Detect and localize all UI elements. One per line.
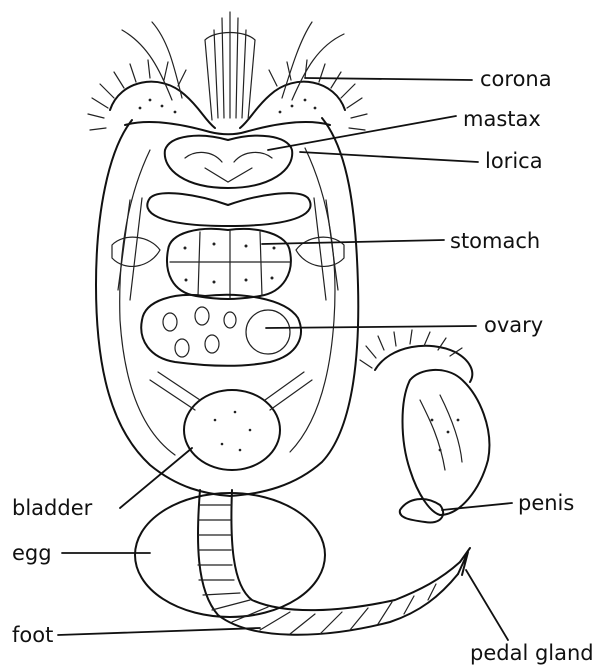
mastax [147,136,310,226]
label-ovary: ovary [484,313,543,337]
egg [135,493,325,617]
ovary [141,295,301,366]
male-rotifer [360,330,489,523]
foot [198,490,470,635]
stomach [167,229,291,299]
bladder [184,390,280,470]
label-foot: foot [12,623,53,647]
label-stomach: stomach [450,229,540,253]
corona [88,12,367,134]
lorica-outline [96,118,358,496]
label-corona: corona [480,67,552,91]
label-mastax: mastax [463,107,541,131]
label-egg: egg [12,541,52,565]
label-pedal-gland: pedal gland [470,641,594,665]
label-penis: penis [518,491,574,515]
label-lorica: lorica [485,149,543,173]
label-bladder: bladder [12,496,93,520]
